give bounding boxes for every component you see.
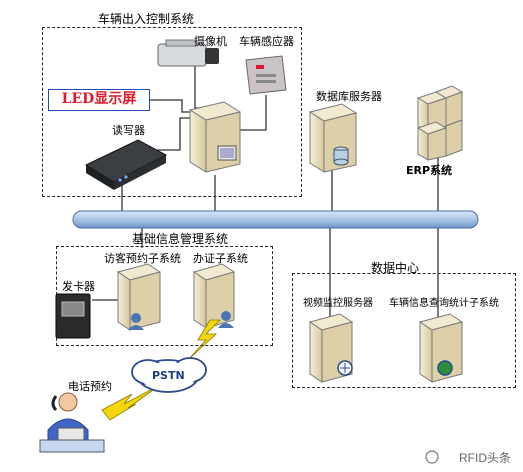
reader-label: 读写器	[112, 124, 145, 137]
wechat-icon	[425, 450, 439, 464]
phone-booking-label: 电话预约	[68, 380, 112, 393]
card-issuer-label: 发卡器	[62, 280, 95, 293]
erp-label: ERP系统	[406, 164, 453, 177]
camera-label: 摄像机	[194, 35, 227, 48]
lightning-icon	[187, 319, 221, 361]
basic-info-group	[56, 246, 273, 346]
data-center-title: 数据中心	[371, 261, 420, 275]
reader-icon	[84, 139, 168, 190]
card-issue-label: 办证子系统	[193, 252, 248, 265]
db-server-label: 数据库服务器	[316, 90, 382, 103]
vehicle-control-group	[42, 27, 302, 197]
vehicle-query-label: 车辆信息查询统计子系统	[389, 298, 499, 309]
basic-info-title: 基础信息管理系统	[132, 232, 229, 246]
vehicle-sensor-label: 车辆感应器	[239, 35, 294, 48]
visitor-booking-server-icon	[116, 263, 162, 331]
backbone-bus	[72, 210, 479, 229]
pstn-cloud-icon	[131, 357, 207, 393]
card-issue-server-icon	[192, 263, 236, 329]
led-display: LED显示屏	[48, 89, 150, 111]
vehicle-query-server-icon	[418, 313, 464, 383]
pstn-label: PSTN	[152, 369, 185, 382]
visitor-booking-label: 访客预约子系统	[104, 252, 181, 265]
camera-icon	[157, 39, 219, 67]
data-center-group	[292, 273, 516, 388]
database-server-icon	[308, 103, 358, 173]
watermark: RFID头条	[459, 451, 511, 465]
control-server-icon	[188, 101, 242, 173]
vehicle-sensor-icon	[245, 55, 287, 95]
erp-server-icon	[416, 85, 464, 161]
video-server-icon	[308, 313, 354, 383]
phone-user-icon	[39, 392, 105, 453]
lightning-icon	[101, 384, 161, 421]
vehicle-control-title: 车辆出入控制系统	[98, 12, 195, 26]
video-server-label: 视频监控服务器	[303, 298, 373, 309]
